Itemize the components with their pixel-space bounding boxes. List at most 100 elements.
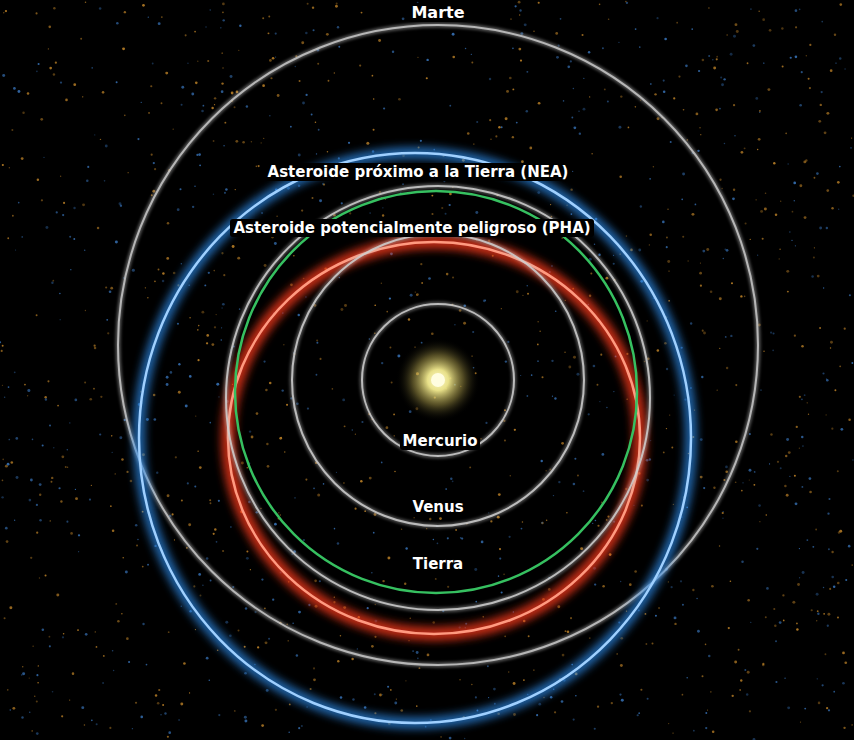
star-dot bbox=[39, 483, 42, 486]
star-dot bbox=[447, 586, 449, 588]
star-dot bbox=[703, 332, 706, 335]
star-dot bbox=[818, 702, 821, 705]
star-dot bbox=[687, 260, 688, 261]
star-dot bbox=[503, 574, 505, 576]
star-dot bbox=[837, 616, 839, 618]
star-dot bbox=[570, 60, 572, 62]
star-dot bbox=[753, 738, 756, 740]
star-dot bbox=[826, 379, 829, 382]
star-dot bbox=[153, 394, 156, 397]
star-dot bbox=[607, 100, 609, 102]
star-dot bbox=[578, 110, 579, 111]
star-dot bbox=[84, 724, 86, 726]
star-dot bbox=[2, 74, 5, 77]
star-dot bbox=[773, 162, 775, 164]
star-dot bbox=[209, 422, 211, 424]
star-dot bbox=[801, 398, 803, 400]
star-dot bbox=[766, 514, 768, 516]
star-dot bbox=[577, 475, 579, 477]
star-dot bbox=[267, 32, 269, 34]
star-dot bbox=[85, 2, 87, 4]
star-dot bbox=[450, 478, 452, 480]
star-dot bbox=[650, 440, 651, 441]
star-dot bbox=[719, 545, 720, 546]
star-dot bbox=[73, 238, 75, 240]
star-dot bbox=[489, 78, 491, 80]
star-dot bbox=[446, 273, 449, 276]
star-dot bbox=[426, 528, 427, 529]
star-dot bbox=[645, 643, 647, 645]
star-dot bbox=[733, 35, 736, 38]
star-dot bbox=[601, 453, 604, 456]
star-dot bbox=[672, 732, 673, 733]
star-dot bbox=[209, 499, 211, 501]
star-dot bbox=[441, 207, 443, 209]
star-dot bbox=[36, 701, 38, 703]
star-dot bbox=[582, 34, 584, 36]
star-dot bbox=[626, 2, 628, 4]
star-dot bbox=[787, 706, 790, 709]
star-dot bbox=[599, 401, 600, 402]
star-dot bbox=[22, 672, 25, 675]
star-dot bbox=[211, 107, 214, 110]
star-dot bbox=[194, 31, 196, 33]
star-dot bbox=[795, 26, 797, 28]
star-dot bbox=[803, 160, 806, 163]
star-dot bbox=[550, 204, 551, 205]
star-dot bbox=[501, 308, 502, 309]
star-dot bbox=[785, 132, 787, 134]
star-dot bbox=[696, 113, 699, 116]
star-dot bbox=[30, 557, 32, 559]
star-dot bbox=[649, 234, 652, 237]
star-dot bbox=[822, 372, 824, 374]
star-dot bbox=[658, 607, 660, 609]
star-dot bbox=[766, 587, 769, 590]
star-dot bbox=[722, 517, 723, 518]
star-dot bbox=[552, 396, 553, 397]
star-dot bbox=[311, 114, 313, 116]
star-dot bbox=[111, 435, 113, 437]
star-dot bbox=[498, 126, 500, 128]
star-dot bbox=[67, 449, 69, 451]
star-dot bbox=[279, 437, 282, 440]
star-dot bbox=[420, 140, 422, 142]
star-dot bbox=[223, 19, 225, 21]
star-dot bbox=[789, 476, 790, 477]
star-dot bbox=[56, 593, 59, 596]
star-dot bbox=[45, 398, 47, 400]
star-dot bbox=[554, 397, 556, 399]
star-dot bbox=[702, 675, 704, 677]
star-dot bbox=[162, 280, 164, 282]
star-dot bbox=[336, 472, 337, 473]
star-dot bbox=[147, 564, 149, 566]
star-dot bbox=[620, 581, 621, 582]
star-dot bbox=[573, 88, 574, 89]
star-dot bbox=[573, 483, 576, 486]
star-dot bbox=[851, 362, 853, 364]
star-dot bbox=[583, 108, 586, 111]
star-dot bbox=[469, 466, 471, 468]
star-dot bbox=[319, 580, 321, 582]
venus-orbit-glow bbox=[292, 234, 584, 526]
star-dot bbox=[738, 649, 740, 651]
star-dot bbox=[706, 248, 709, 251]
star-dot bbox=[696, 598, 697, 599]
star-dot bbox=[682, 604, 684, 606]
star-dot bbox=[158, 269, 160, 271]
star-dot bbox=[560, 18, 562, 20]
star-dot bbox=[162, 272, 164, 274]
star-dot bbox=[619, 175, 622, 178]
star-dot bbox=[277, 94, 280, 97]
star-dot bbox=[266, 689, 269, 692]
star-dot bbox=[52, 280, 54, 282]
star-dot bbox=[61, 455, 64, 458]
star-dot bbox=[11, 461, 14, 464]
star-dot bbox=[280, 514, 282, 516]
star-dot bbox=[712, 59, 714, 61]
star-dot bbox=[764, 208, 767, 211]
star-dot bbox=[313, 667, 315, 669]
star-dot bbox=[199, 594, 201, 596]
star-dot bbox=[572, 171, 573, 172]
star-dot bbox=[110, 505, 112, 507]
star-dot bbox=[112, 530, 115, 533]
